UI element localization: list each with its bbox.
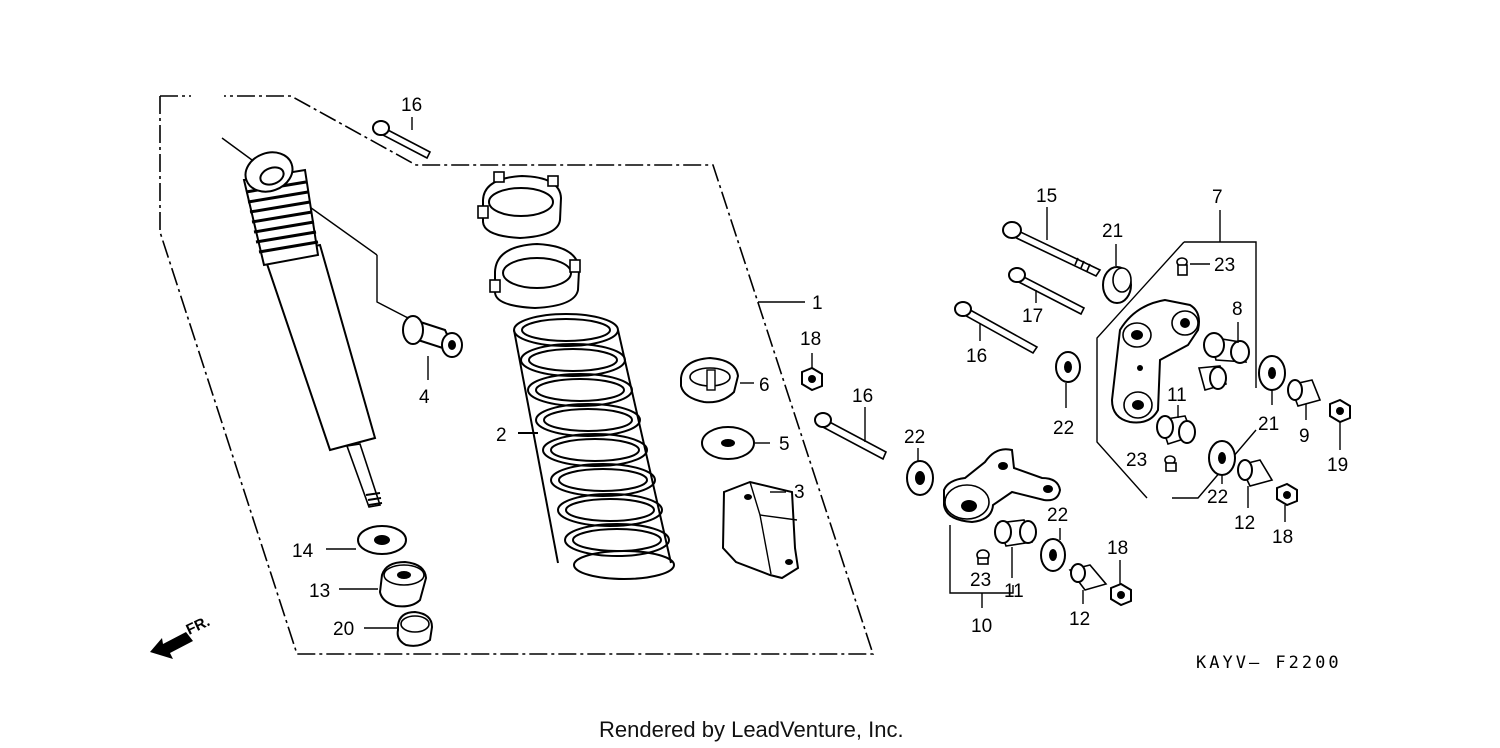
grease-fitting-23-b [1176, 257, 1210, 276]
label-19: 19 [1327, 455, 1348, 476]
label-18-c: 18 [1272, 527, 1293, 548]
render-credit: Rendered by LeadVenture, Inc. [599, 717, 904, 742]
label-1: 1 [812, 293, 823, 314]
bracket-3 [721, 480, 800, 580]
label-14: 14 [292, 541, 314, 562]
cushion-13 [339, 560, 428, 608]
bushing-8 [1203, 322, 1250, 364]
label-23-b: 23 [1214, 255, 1235, 276]
label-2: 2 [496, 425, 507, 446]
bushing-11-b [1156, 365, 1228, 446]
label-6: 6 [759, 375, 770, 396]
washer-14 [326, 525, 407, 555]
grease-fitting-23-c [1164, 455, 1177, 472]
shock-absorber [221, 137, 409, 508]
label-15: 15 [1036, 186, 1057, 207]
washer-21-b [1258, 355, 1286, 405]
washer-5 [701, 426, 770, 460]
front-direction-label: FR. [184, 613, 213, 639]
label-17: 17 [1022, 306, 1043, 327]
label-8: 8 [1232, 299, 1243, 320]
part-labels: 16 4 14 13 20 2 1 18 6 5 3 16 22 23 11 1… [292, 95, 1348, 640]
nut-18-c [1276, 482, 1298, 522]
label-22-a: 22 [904, 427, 925, 448]
label-4: 4 [419, 387, 430, 408]
label-11-a: 11 [1004, 581, 1024, 602]
label-22-d: 22 [1207, 487, 1228, 508]
label-22-b: 22 [1047, 505, 1068, 526]
label-21-a: 21 [1102, 221, 1123, 242]
nut-18-b [1110, 560, 1132, 607]
spring-seat-lower [489, 242, 581, 310]
collar-12-a [1068, 563, 1108, 604]
bolt-16-right [954, 301, 1039, 355]
label-22-c: 22 [1053, 418, 1074, 439]
label-23-c: 23 [1126, 450, 1147, 471]
bolt-16-middle [814, 407, 888, 461]
label-13: 13 [309, 581, 330, 602]
front-direction-arrow: FR. [150, 613, 213, 659]
label-16: 16 [401, 95, 422, 116]
nut-18-a [801, 353, 823, 392]
shock-assembly-boundary [159, 95, 875, 655]
grease-fitting-23-a [976, 549, 990, 565]
label-18-b: 18 [1107, 538, 1128, 559]
label-12-a: 12 [1069, 609, 1090, 630]
bolt-15 [1002, 207, 1102, 278]
bolt-16-top [372, 117, 432, 160]
bearing-22-b [1040, 528, 1066, 572]
label-3: 3 [794, 482, 805, 503]
bearing-22-a [906, 448, 934, 496]
label-10: 10 [971, 616, 992, 637]
label-12-b: 12 [1234, 513, 1255, 534]
washer-21-a [1102, 244, 1132, 304]
label-23-a: 23 [970, 570, 991, 591]
arm-7 [1096, 210, 1257, 499]
stopper-6 [680, 356, 754, 404]
spring-2 [513, 313, 675, 580]
nut-19 [1329, 398, 1351, 450]
label-7: 7 [1212, 187, 1223, 208]
label-16-middle: 16 [852, 386, 873, 407]
label-16-right: 16 [966, 346, 987, 367]
bushing-11-a [994, 519, 1037, 578]
diagram-code: KAYV– F2200 [1196, 653, 1342, 673]
collar-12-b [1237, 459, 1274, 508]
bushing-4 [402, 315, 463, 380]
label-20: 20 [333, 619, 354, 640]
label-5: 5 [779, 434, 790, 455]
bearing-22-c [1055, 351, 1081, 408]
collar-20 [364, 610, 434, 647]
bolt-17 [1008, 267, 1086, 316]
spring-seat-upper [477, 171, 563, 240]
bearing-22-d [1208, 440, 1236, 484]
label-18-a: 18 [800, 329, 821, 350]
label-9: 9 [1299, 426, 1310, 447]
link-10 [943, 448, 1062, 608]
label-21-b: 21 [1258, 414, 1279, 435]
collar-9 [1287, 379, 1322, 420]
label-11-b: 11 [1167, 385, 1187, 406]
